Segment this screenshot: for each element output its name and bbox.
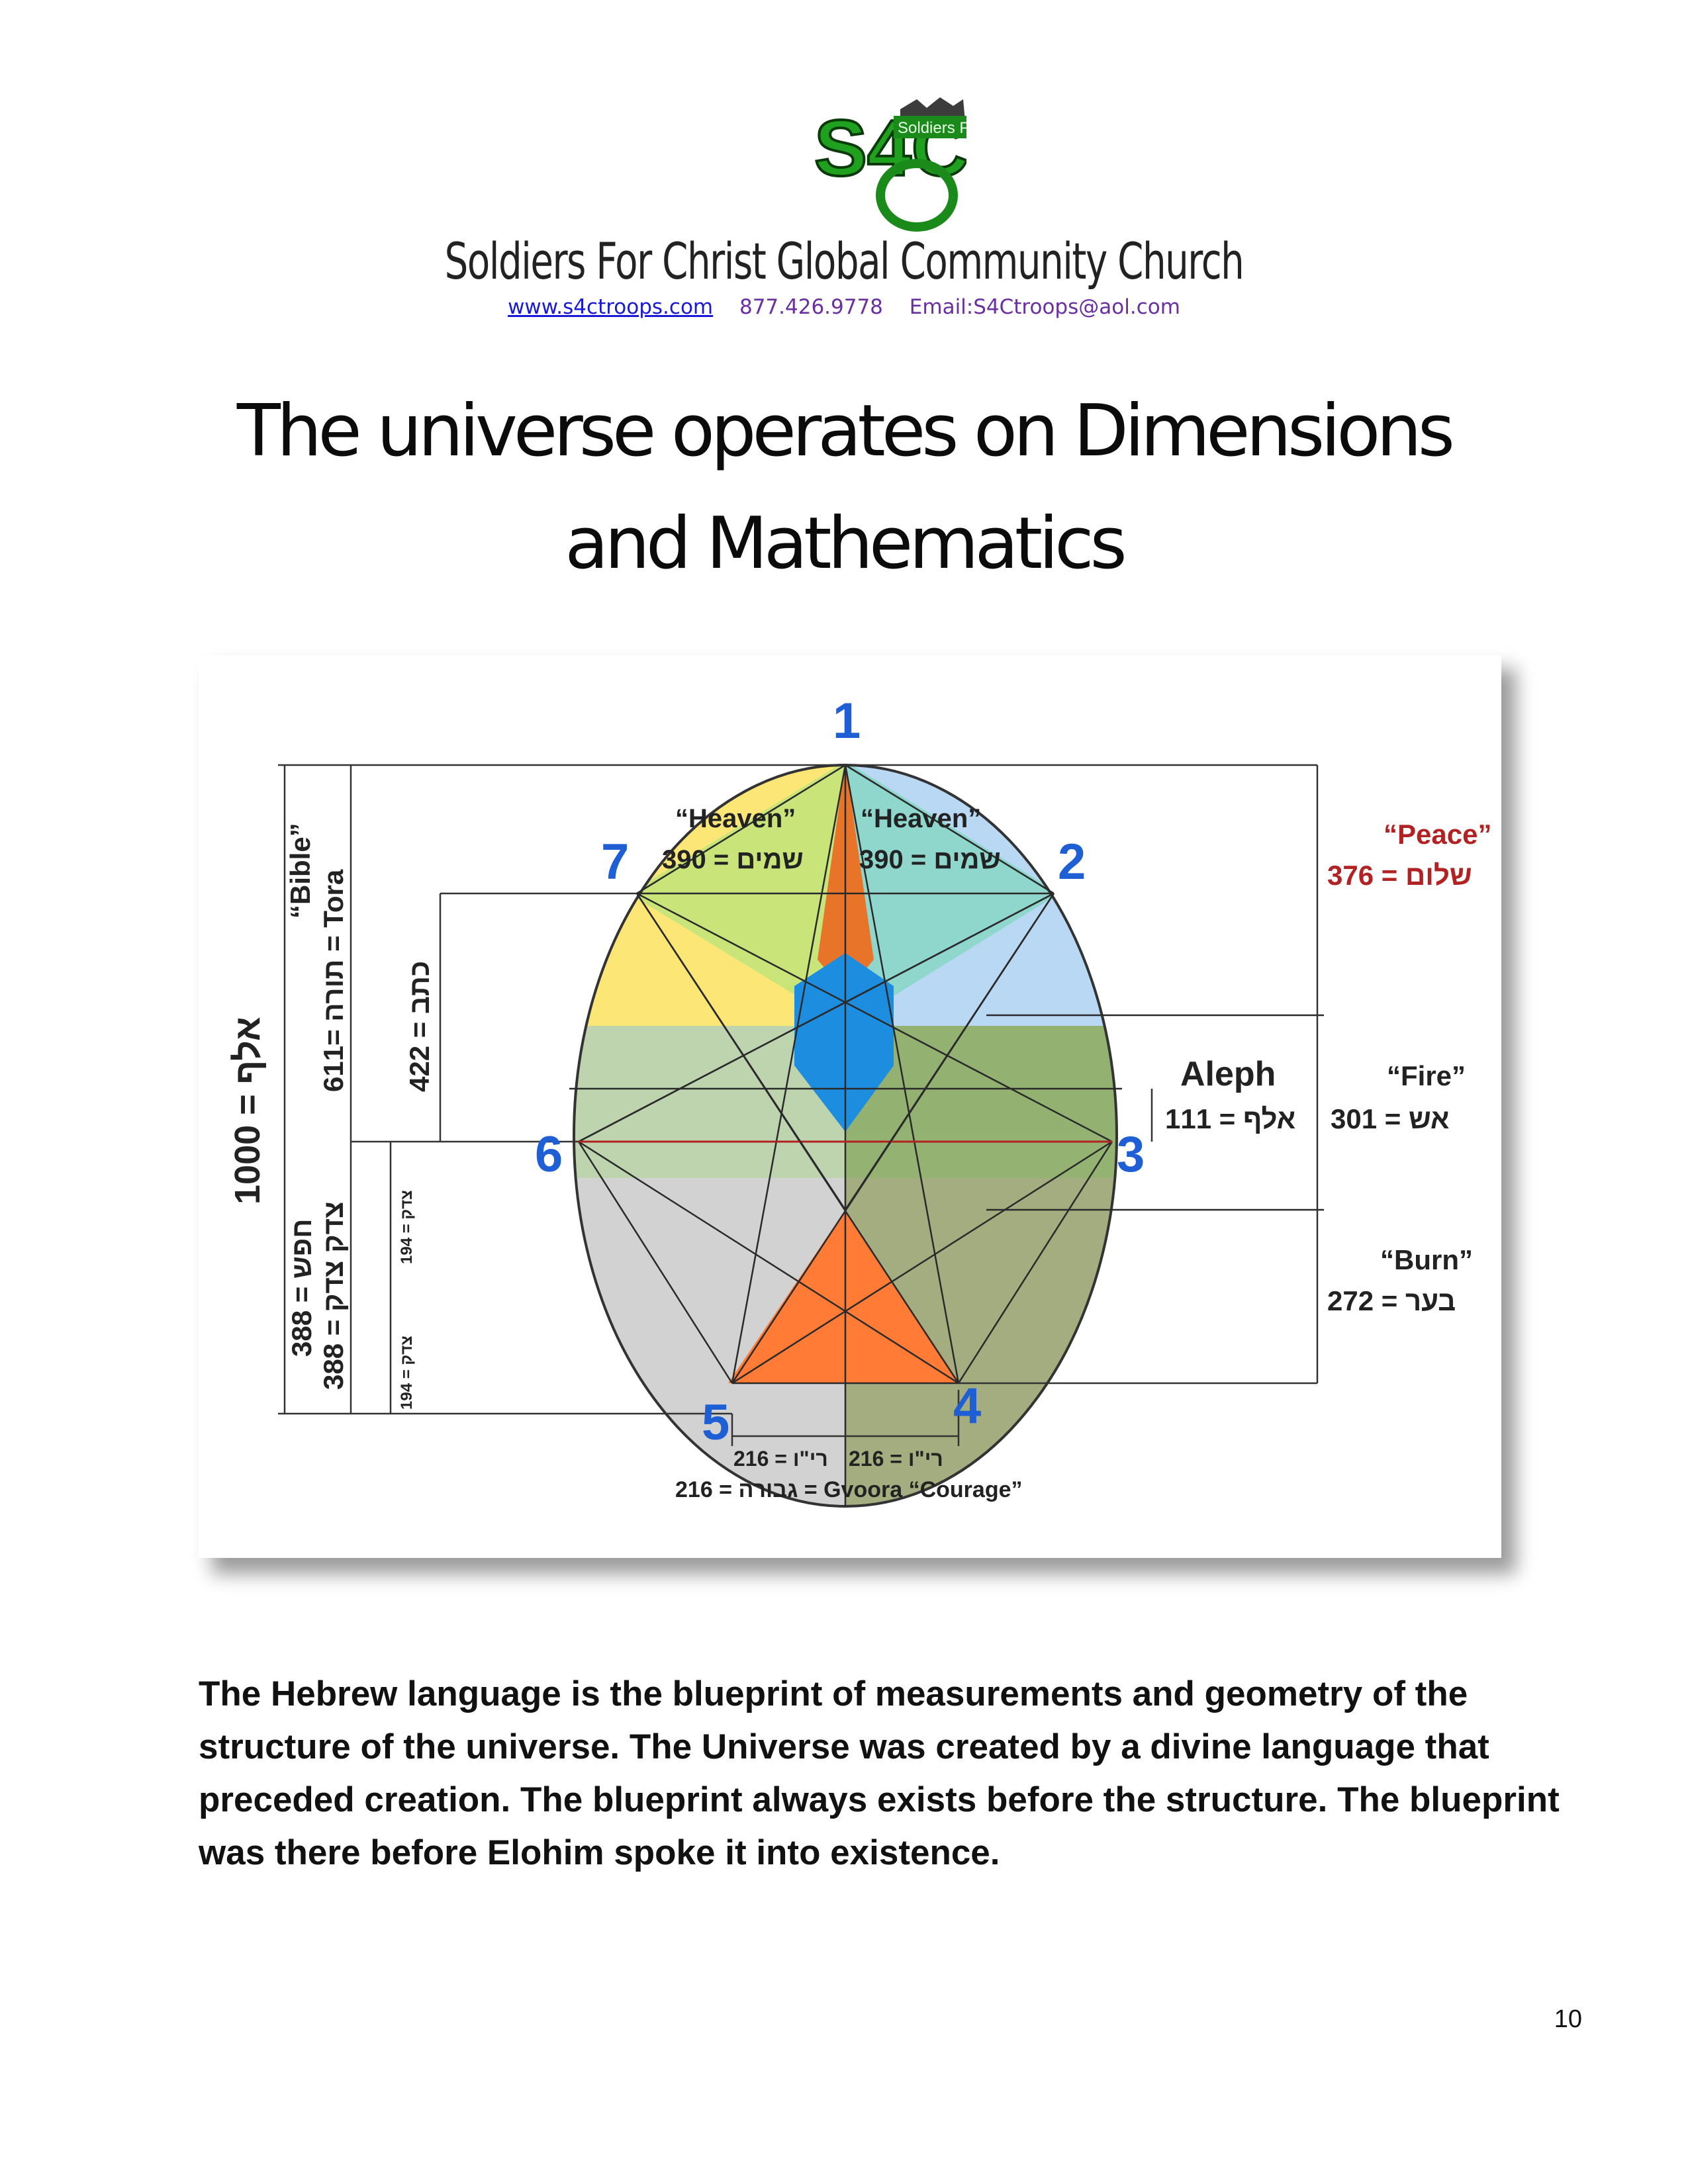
- website-link[interactable]: www.s4ctroops.com: [508, 295, 714, 319]
- bottom-216-a: 216 = רי"ו: [733, 1447, 828, 1471]
- tzedek-small-2: 194 = צדק: [398, 1336, 416, 1410]
- phone-number: 877.426.9778: [739, 295, 883, 319]
- heaven-labels: “Heaven” 390 = שמים “Heaven” 390 = שמים: [662, 804, 1001, 874]
- aleph-value: 111 = אלף: [1165, 1103, 1295, 1134]
- point-6-label: 6: [535, 1126, 563, 1183]
- body-paragraph: The Hebrew language is the blueprint of …: [199, 1674, 1560, 1872]
- point-7-label: 7: [601, 834, 629, 890]
- tzedek-small-1: 194 = צדק: [398, 1190, 416, 1264]
- geometry-diagram: 1 2 3 4 5 6 7 “Heaven” 390 = שמים “Heave…: [228, 693, 1491, 1508]
- email-address: Email:S4Ctroops@aol.com: [909, 295, 1180, 319]
- point-3-label: 3: [1117, 1126, 1145, 1183]
- gvoora-label: 216 = גבורה = Gvoora “Courage”: [675, 1477, 1023, 1502]
- tzedek-label: 388 = צדק צדק: [318, 1201, 349, 1390]
- bible-label: “Bible”: [285, 823, 316, 919]
- fire-label: “Fire”: [1387, 1060, 1466, 1091]
- point-2-label: 2: [1058, 834, 1086, 890]
- page-number: 10: [1554, 2005, 1582, 2033]
- dimension-lines: [278, 764, 1319, 1446]
- left-1000-label: 1000 = אלף: [228, 1017, 267, 1205]
- region-orange-triangle: [728, 1210, 960, 1383]
- aleph-label: Aleph: [1180, 1055, 1276, 1093]
- org-name: Soldiers For Christ Global Community Chu…: [444, 232, 1244, 291]
- ktav-label: 422 = כתב: [404, 961, 435, 1092]
- fire-value: 301 = אש: [1331, 1103, 1450, 1134]
- heaven-label-right: “Heaven”: [861, 804, 981, 833]
- heaven-label-left: “Heaven”: [675, 804, 796, 833]
- s4c-logo: S4C Soldiers F: [801, 96, 966, 232]
- sacred-geometry-figure: 1 2 3 4 5 6 7 “Heaven” 390 = שמים “Heave…: [199, 655, 1501, 1558]
- logo-banner: Soldiers F: [898, 119, 966, 137]
- heaven-value-left: 390 = שמים: [662, 845, 804, 874]
- tora-label: 611= תורה = Tora: [318, 869, 349, 1092]
- point-4-label: 4: [953, 1378, 981, 1434]
- page-title-line-2: and Mathematics: [565, 502, 1127, 585]
- page-title-line-1: The universe operates on Dimensions: [236, 390, 1455, 473]
- point-1-label: 1: [833, 693, 861, 749]
- region-blue-hex: [794, 953, 894, 1132]
- point-labels: 1 2 3 4 5 6 7: [535, 693, 1145, 1451]
- burn-label: “Burn”: [1380, 1244, 1473, 1275]
- point-5-label: 5: [702, 1394, 729, 1451]
- heaven-value-right: 390 = שמים: [859, 845, 1001, 874]
- peace-label: “Peace”: [1383, 819, 1491, 850]
- peace-value: 376 = שלום: [1327, 860, 1472, 891]
- hafash-label: 388 = חפש: [286, 1218, 317, 1357]
- contact-line: www.s4ctroops.com 877.426.9778 Email:S4C…: [0, 295, 1688, 319]
- burn-value: 272 = בער: [1327, 1285, 1456, 1316]
- bottom-216-b: 216 = רי"ו: [849, 1447, 943, 1471]
